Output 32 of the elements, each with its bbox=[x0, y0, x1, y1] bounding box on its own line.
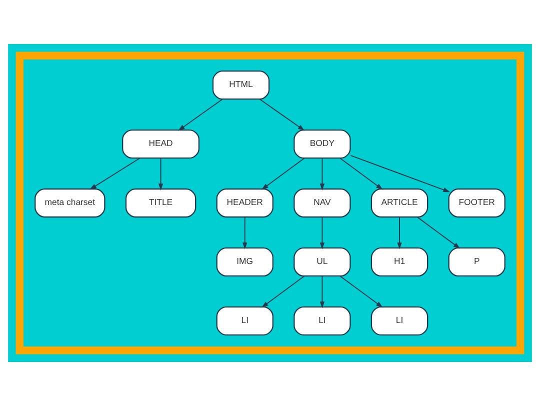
arrow bbox=[416, 216, 460, 248]
node-box: ARTICLE bbox=[370, 188, 428, 218]
arrow bbox=[340, 157, 383, 190]
node-box: HEAD bbox=[122, 128, 200, 158]
node-box: BODY bbox=[294, 128, 351, 158]
arrow bbox=[340, 275, 383, 308]
node-box: LI bbox=[216, 306, 274, 336]
node-box: H1 bbox=[370, 246, 428, 276]
arrow bbox=[320, 275, 325, 308]
node-box: IMG bbox=[216, 246, 274, 276]
arrow bbox=[320, 216, 325, 249]
arrow bbox=[397, 216, 402, 249]
node-box: LI bbox=[294, 306, 351, 336]
node-box: LI bbox=[370, 306, 428, 336]
node-box: UL bbox=[294, 246, 351, 276]
arrow bbox=[259, 98, 305, 130]
node-box: P bbox=[448, 246, 506, 276]
arrow bbox=[262, 275, 305, 308]
arrow bbox=[158, 157, 164, 190]
node-box: TITLE bbox=[125, 188, 196, 218]
arrow bbox=[90, 157, 140, 190]
node-box: FOOTER bbox=[448, 188, 506, 218]
arrow bbox=[320, 157, 325, 190]
node-box: HTML bbox=[212, 70, 270, 100]
arrow bbox=[242, 216, 248, 249]
arrow bbox=[178, 98, 223, 130]
cluster bbox=[16, 51, 524, 354]
arrow bbox=[262, 157, 305, 190]
node-box: meta charset bbox=[34, 188, 106, 218]
node-box: NAV bbox=[294, 188, 351, 218]
arrow bbox=[350, 154, 450, 192]
node-box: HEADER bbox=[216, 188, 274, 218]
